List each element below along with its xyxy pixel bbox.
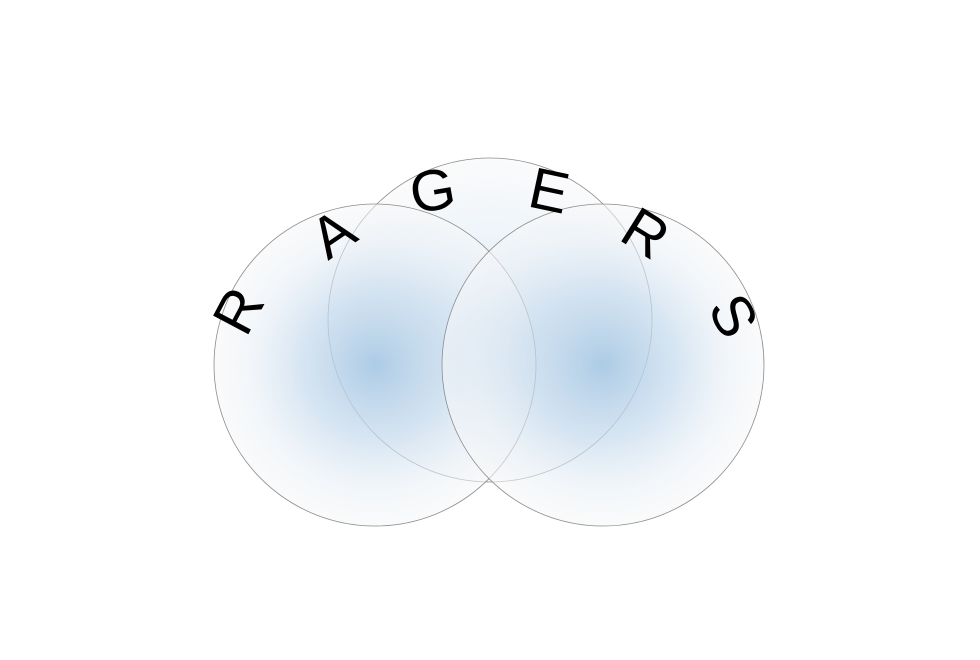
right-circle <box>441 203 765 527</box>
letter-g: G <box>405 155 461 227</box>
venn-circles <box>213 157 765 527</box>
